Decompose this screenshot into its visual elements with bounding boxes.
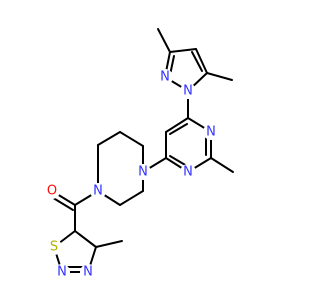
bond — [165, 117, 189, 133]
bond — [97, 131, 121, 146]
bond — [191, 51, 203, 72]
atom-label: N — [93, 184, 103, 199]
atom-o-carbonyl: O — [44, 183, 60, 199]
atom-label: S — [50, 240, 58, 255]
atom-label: N — [206, 125, 216, 140]
atom-label: O — [47, 184, 57, 199]
bond — [169, 48, 197, 53]
atom-n-pyrazole-2: N — [157, 69, 173, 85]
atom-n-thiadiazole-2: N — [80, 264, 96, 280]
atom-s-thiadiazole: S — [46, 239, 62, 255]
bond — [119, 190, 144, 206]
bond — [195, 48, 208, 74]
bond — [119, 131, 144, 147]
bond — [210, 157, 234, 173]
atom-n-thiadiazole-1: N — [54, 264, 70, 280]
atom-n-pyrazole-1: N — [180, 83, 196, 99]
atom-label: N — [183, 84, 193, 99]
bond — [78, 233, 97, 248]
bond — [95, 240, 123, 248]
bond — [206, 72, 233, 81]
atom-label: N — [57, 265, 67, 280]
bond — [157, 28, 171, 53]
atom-label: N — [83, 265, 93, 280]
atom-n-piperazine-2: N — [90, 183, 106, 199]
atom-label: N — [138, 165, 148, 180]
bonds — [49, 28, 234, 273]
atom-n-pyrimidine-1: N — [203, 124, 219, 140]
bond — [169, 155, 188, 167]
molecule-svg: N N N N N N O S — [44, 28, 234, 280]
bond — [169, 123, 188, 135]
molecule-structure-diagram: N N N N N N O S — [44, 28, 234, 280]
atom-label: N — [160, 70, 170, 85]
atom-labels: N N N N N N O S — [44, 69, 219, 280]
atom-n-pyrimidine-2: N — [180, 164, 196, 180]
atom-label: N — [183, 165, 193, 180]
atom-n-piperazine-1: N — [135, 164, 151, 180]
